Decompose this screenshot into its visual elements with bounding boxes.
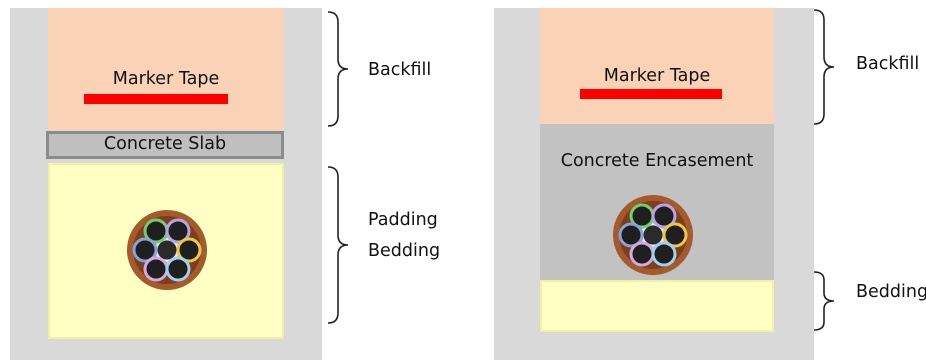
concrete-encasement-label: Concrete Encasement xyxy=(560,151,754,171)
left-bedding-label: Bedding xyxy=(368,241,441,261)
right-duct-conduit xyxy=(629,241,655,267)
right-bedding-layer xyxy=(540,280,774,332)
right-backfill-layer xyxy=(540,8,774,124)
left-duct-conduit xyxy=(176,237,202,263)
right-marker-tape-label: Marker Tape xyxy=(603,66,711,86)
left-padding-bedding-layer xyxy=(48,163,284,339)
right-duct-bundle xyxy=(613,195,693,275)
left-duct-bundle xyxy=(127,210,207,290)
left-marker-tape xyxy=(84,94,228,104)
right-backfill-brace xyxy=(813,9,835,125)
right-duct-conduit xyxy=(618,222,644,248)
concrete-slab: Concrete Slab xyxy=(46,131,284,159)
right-bedding-label: Bedding xyxy=(856,282,926,302)
right-bedding-brace xyxy=(813,271,835,331)
left-duct-conduit xyxy=(165,218,191,244)
left-duct-conduit xyxy=(165,256,191,282)
right-duct-conduit xyxy=(651,203,677,229)
concrete-slab-label: Concrete Slab xyxy=(103,134,227,155)
left-backfill-brace xyxy=(327,11,349,127)
right-backfill-label: Backfill xyxy=(856,54,920,74)
left-padding-bedding-brace xyxy=(327,166,349,324)
padding-label: Padding xyxy=(368,210,438,230)
right-duct-conduit xyxy=(662,222,688,248)
left-duct-conduit xyxy=(143,256,169,282)
left-duct-conduit xyxy=(132,237,158,263)
right-marker-tape xyxy=(580,89,722,99)
left-backfill-label: Backfill xyxy=(368,60,432,80)
left-backfill-layer xyxy=(48,8,284,130)
left-marker-tape-label: Marker Tape xyxy=(112,69,220,89)
right-duct-conduit xyxy=(651,241,677,267)
